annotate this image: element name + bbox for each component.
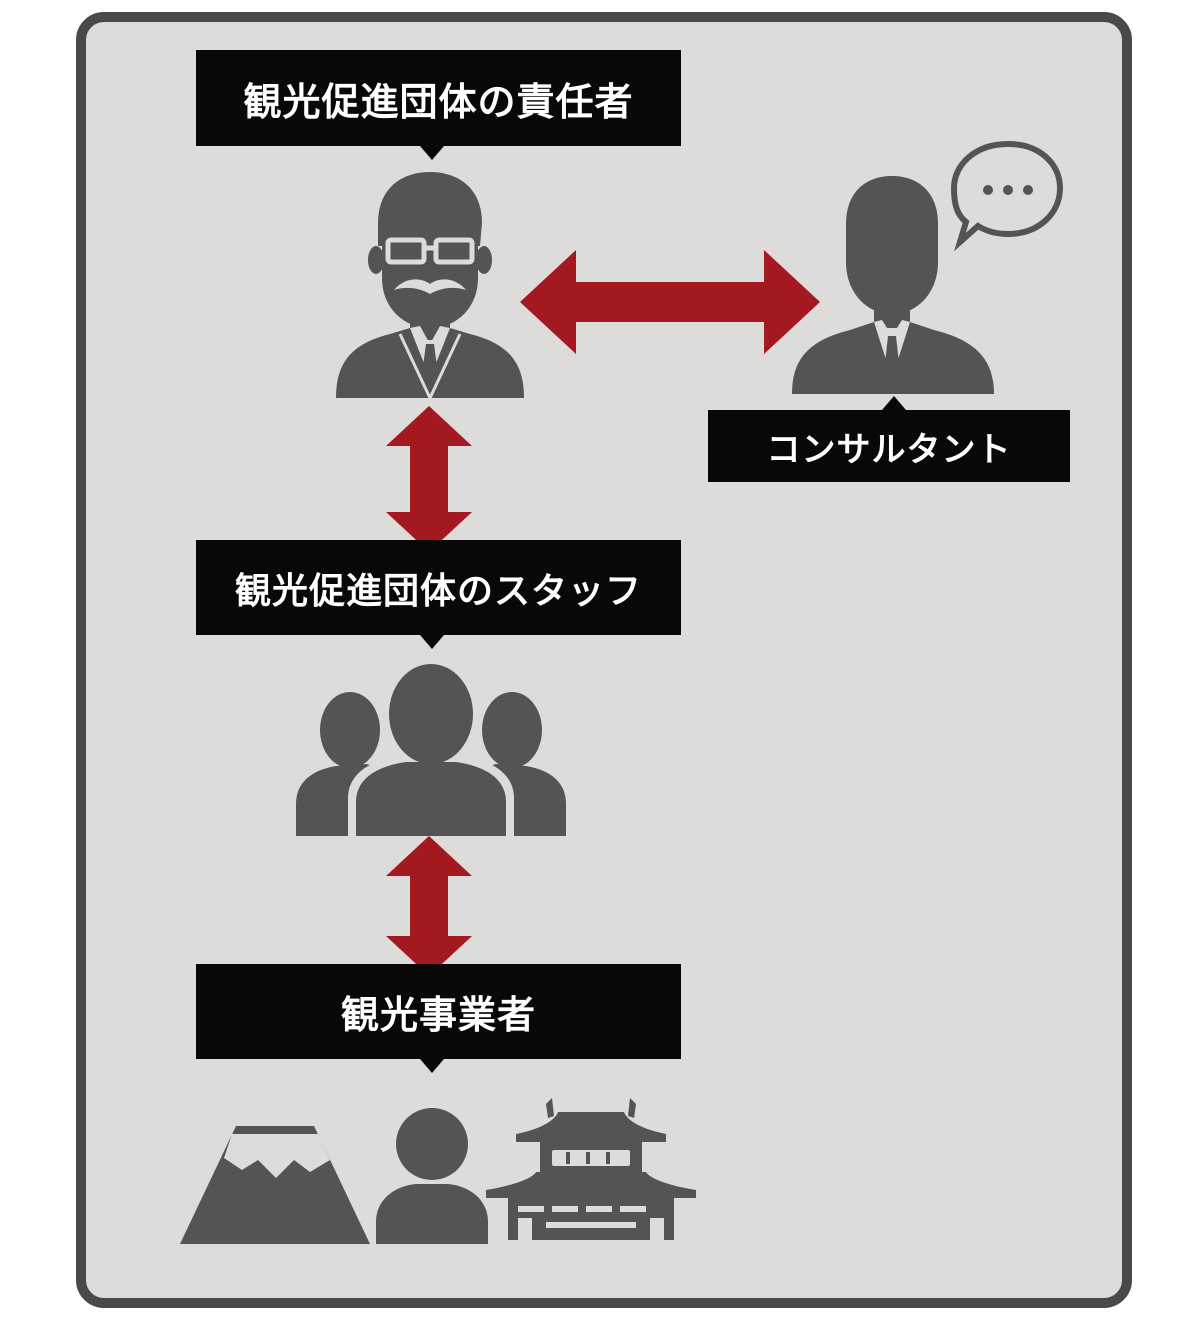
castle-icon bbox=[486, 1098, 696, 1240]
consultant-label-pointer bbox=[882, 396, 906, 410]
leader-consultant-arrow bbox=[520, 250, 820, 354]
leader-staff-arrow bbox=[386, 406, 472, 552]
operators-label: 観光事業者 bbox=[196, 964, 681, 1059]
mount-fuji-icon bbox=[180, 1126, 370, 1244]
staff-label-pointer bbox=[420, 635, 444, 649]
person-icon bbox=[376, 1108, 488, 1244]
leader-label-text: 観光促進団体の責任者 bbox=[243, 79, 634, 124]
staff-label-text: 観光促進団体のスタッフ bbox=[234, 570, 642, 612]
leader-label: 観光促進団体の責任者 bbox=[196, 50, 681, 146]
leader-label-pointer bbox=[420, 146, 444, 160]
operators-label-pointer bbox=[420, 1059, 444, 1073]
consultant-label-text: コンサルタント bbox=[766, 429, 1012, 470]
staff-label: 観光促進団体のスタッフ bbox=[196, 540, 681, 635]
businessman-speech-bubble-icon bbox=[792, 140, 1064, 394]
staff-operators-arrow bbox=[386, 836, 472, 976]
operators-label-text: 観光事業者 bbox=[340, 993, 536, 1037]
diagram-panel bbox=[76, 12, 1132, 1308]
man-with-glasses-mustache-icon bbox=[336, 172, 524, 398]
consultant-label: コンサルタント bbox=[708, 410, 1070, 482]
group-of-people-icon bbox=[296, 664, 566, 836]
